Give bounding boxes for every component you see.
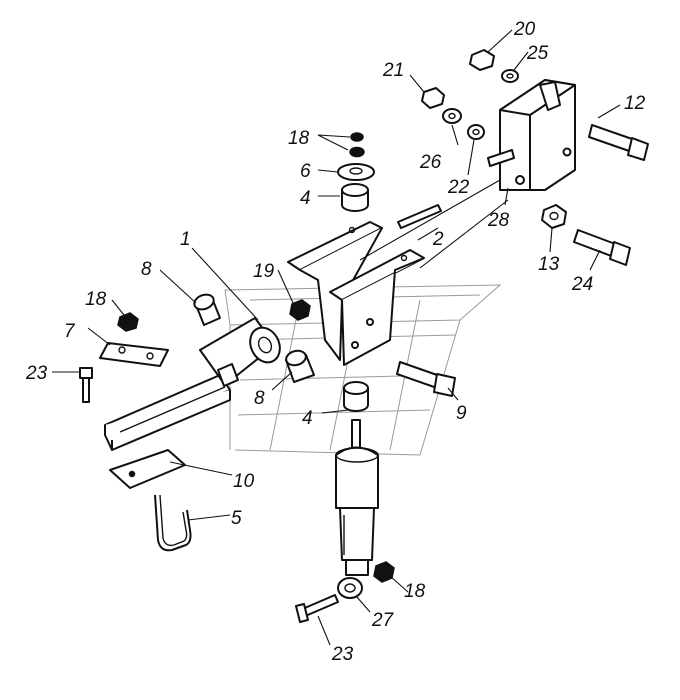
shock-absorber: [335, 419, 379, 599]
label-13: 13: [538, 254, 560, 275]
part-labels: 1 2 4 6 18 8 19 18 7 23 8 4 9 10 5 20 25…: [25, 19, 646, 665]
part-7-plate: [99, 342, 169, 367]
part-22-ring: [467, 124, 485, 140]
part-26-washer: [442, 108, 462, 124]
label-5: 5: [231, 508, 242, 529]
label-27: 27: [371, 610, 395, 631]
label-18-lower: 18: [404, 581, 426, 602]
part-19-nut: [289, 299, 311, 321]
label-8-left: 8: [141, 259, 152, 280]
label-24: 24: [571, 274, 593, 295]
label-28: 28: [487, 210, 510, 231]
part-8-bushing-right: [285, 349, 315, 383]
part-24-bolt: [573, 229, 631, 266]
label-9: 9: [456, 403, 467, 424]
label-2: 2: [432, 229, 444, 250]
part-8-bushing-left: [193, 293, 221, 326]
part-23-left-bolt: [79, 367, 93, 403]
part-28-bracket-block: [487, 79, 576, 191]
label-12: 12: [624, 93, 646, 114]
part-23-lower-bolt: [295, 594, 339, 623]
label-22: 22: [447, 177, 470, 198]
part-6-washer: [337, 163, 375, 181]
part-18-top-nuts: [349, 132, 365, 158]
label-7: 7: [64, 321, 76, 342]
part-1-spring-arm: [104, 317, 281, 451]
label-23-lower: 23: [331, 644, 354, 665]
part-4-lower-bushing: [343, 381, 369, 412]
part-18-left-nut: [117, 312, 139, 332]
main-frame-bracket: [287, 221, 425, 366]
part-10-pad: [109, 449, 186, 489]
label-19: 19: [253, 261, 275, 282]
part-18-lower-nut: [373, 561, 395, 583]
label-23-left: 23: [25, 363, 48, 384]
part-4-top-bushing: [341, 183, 369, 212]
label-10: 10: [233, 471, 255, 492]
part-21-nut: [421, 87, 445, 109]
label-8-right: 8: [254, 388, 265, 409]
label-18-left: 18: [85, 289, 107, 310]
part-25-washer: [501, 69, 519, 83]
part-5-u-bolt: [154, 494, 192, 552]
part-20-nut: [469, 49, 495, 71]
label-18-top: 18: [288, 128, 310, 149]
part-2-pin: [397, 204, 442, 229]
label-21: 21: [382, 60, 404, 81]
part-12-bolt: [588, 124, 649, 161]
label-4-top: 4: [300, 188, 311, 209]
part-13-nut: [541, 204, 567, 229]
label-20: 20: [513, 19, 536, 40]
leader-lines: [52, 29, 621, 646]
label-6: 6: [300, 161, 311, 182]
label-1: 1: [180, 229, 191, 250]
label-25: 25: [526, 43, 549, 64]
label-4-lower: 4: [302, 408, 313, 429]
label-26: 26: [419, 152, 442, 173]
